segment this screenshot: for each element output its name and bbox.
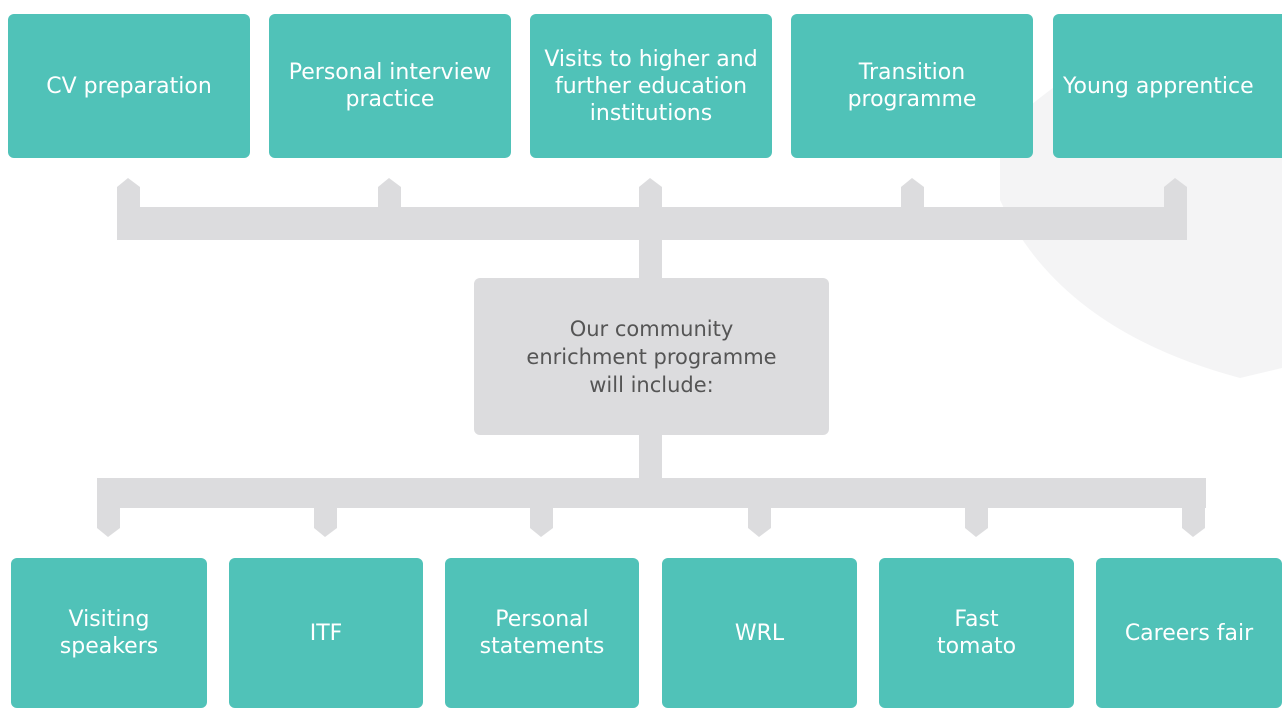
top-item-cv-preparation: CV preparation <box>8 14 250 158</box>
bottom-item-visiting-speakers: Visiting speakers <box>11 558 207 708</box>
bottom-item-careers-fair: Careers fair <box>1096 558 1282 708</box>
bottom-item-wrl: WRL <box>662 558 857 708</box>
top-item-personal-interview-practice: Personal interview practice <box>269 14 511 158</box>
bottom-item-fast-tomato: Fast tomato <box>879 558 1074 708</box>
bottom-item-personal-statements: Personal statements <box>445 558 639 708</box>
top-item-transition-programme: Transition programme <box>791 14 1033 158</box>
bottom-item-itf: ITF <box>229 558 423 708</box>
center-programme-box: Our community enrichment programme will … <box>474 278 829 435</box>
top-item-young-apprentice: Young apprentice <box>1053 14 1282 158</box>
top-item-visits-to-institutions: Visits to higher and further education i… <box>530 14 772 158</box>
